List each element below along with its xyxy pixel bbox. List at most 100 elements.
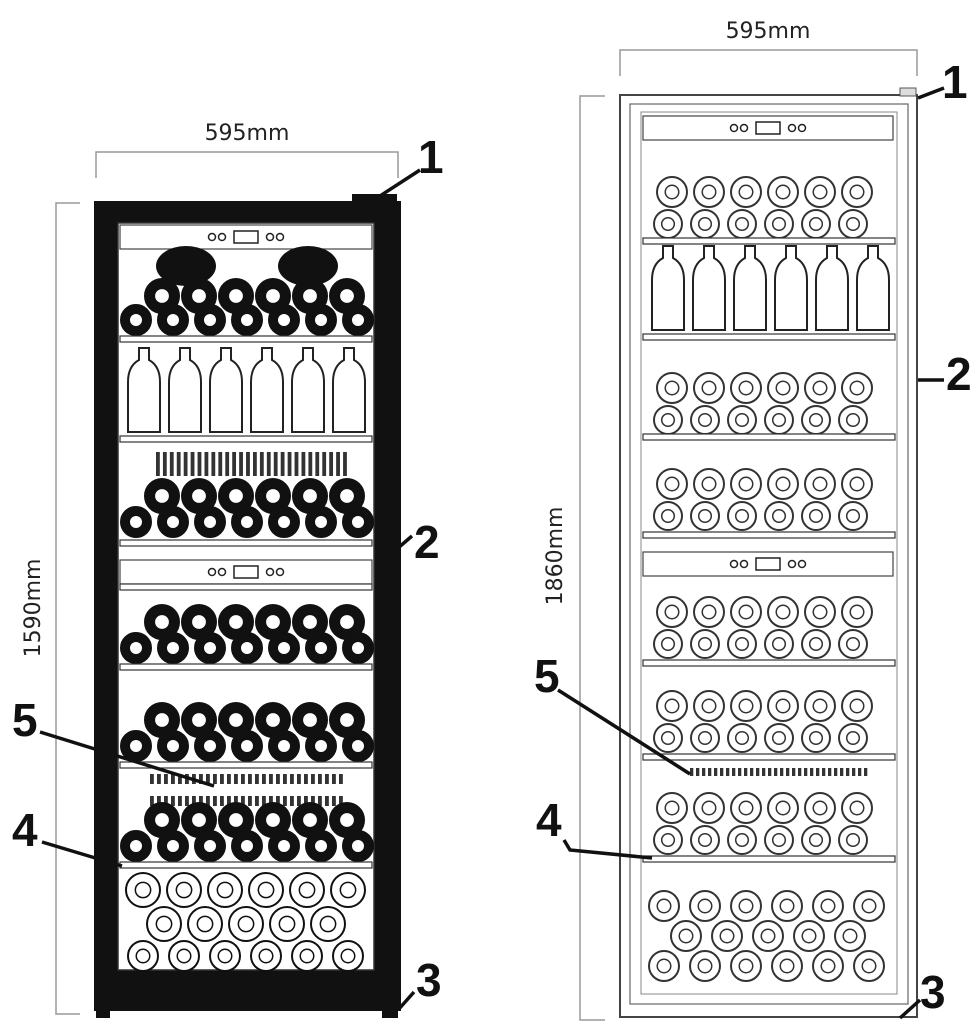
left-row5-bottom-cork-0	[128, 738, 144, 754]
left-grille-3-slat-21	[297, 796, 301, 806]
left-row4-top-cork-4	[301, 613, 319, 631]
left-row5-top-cork-0	[153, 711, 171, 729]
left-shelf-6	[119, 861, 373, 869]
right-bin-row1-cork-2	[738, 898, 754, 914]
left-row5-top-cork-2	[227, 711, 245, 729]
right-row5-top-cork-2	[738, 604, 754, 620]
right-grille-slat-29	[864, 768, 868, 776]
left-grille-1-slat-2	[169, 452, 174, 476]
left-grille-1-slat-14	[253, 452, 257, 476]
right-row6-bottom-cork-3	[771, 730, 787, 746]
right-callout-line-5	[557, 688, 691, 776]
left-row4-top-cork-5	[338, 613, 356, 631]
left-grille-2-slat-13	[241, 774, 245, 784]
left-row2-upright-2	[209, 347, 243, 433]
left-row1-top-cork-0	[153, 287, 171, 305]
right-row5-bottom-cork-1	[697, 636, 713, 652]
left-row4-bottom-cork-3	[239, 640, 255, 656]
left-row6-bottom-cork-5	[313, 838, 329, 854]
left-row1-top-cork-1	[190, 287, 208, 305]
right-grille-slat-24	[834, 768, 838, 776]
right-control-panel-mid-button-1	[739, 559, 749, 569]
right-row2-upright-3	[774, 245, 808, 331]
left-row6-top-cork-2	[227, 811, 245, 829]
right-row6-top-cork-2	[738, 698, 754, 714]
right-bin-row2-cork-3	[801, 928, 817, 944]
left-row6-bottom-cork-6	[350, 838, 366, 854]
right-row7-bottom-cork-2	[734, 832, 750, 848]
left-magnum-2	[278, 246, 338, 286]
right-row7-top-cork-1	[701, 800, 717, 816]
right-width-bracket	[619, 49, 918, 76]
right-row5-top-cork-1	[701, 604, 717, 620]
left-control-panel-mid-button-2	[265, 567, 275, 577]
left-row2-upright-5	[332, 347, 366, 433]
left-row1-bottom-cork-1	[165, 312, 181, 328]
left-bin-row3-cork-3	[258, 948, 274, 964]
left-bin-row1-cork-4	[298, 881, 316, 899]
right-row4-bottom-cork-3	[771, 508, 787, 524]
right-row4-bottom-cork-5	[845, 508, 861, 524]
left-row3-bottom-cork-4	[276, 514, 292, 530]
left-grille-1-slat-3	[176, 452, 181, 476]
right-grille-slat-1	[696, 768, 700, 776]
right-row4-top-cork-5	[849, 476, 865, 492]
right-row1-bottom-cork-4	[808, 216, 824, 232]
right-row4-top-cork-3	[775, 476, 791, 492]
right-row2-upright-4	[815, 245, 849, 331]
left-row6-bottom-cork-0	[128, 838, 144, 854]
left-height-bracket	[55, 202, 80, 1015]
left-grille-3-slat-3	[171, 796, 175, 806]
left-row1-bottom-cork-3	[239, 312, 255, 328]
left-grille-1-slat-22	[308, 452, 313, 476]
left-grille-1-slat-8	[211, 452, 216, 476]
left-grille-3-slat-27	[339, 796, 343, 806]
right-callout-1: 1	[942, 56, 968, 108]
left-row6-top-cork-1	[190, 811, 208, 829]
left-row6-bottom-cork-4	[276, 838, 292, 854]
left-grille-1-slat-27	[343, 452, 347, 476]
right-grille-slat-8	[738, 768, 742, 776]
left-row1-bottom-cork-4	[276, 312, 292, 328]
right-row6-bottom-cork-5	[845, 730, 861, 746]
left-grille-1-slat-0	[156, 452, 160, 476]
right-row1-bottom-cork-2	[734, 216, 750, 232]
right-row3-top-cork-0	[664, 380, 680, 396]
left-grille-2-slat-26	[332, 774, 336, 784]
right-bin-row3-cork-4	[820, 958, 836, 974]
right-grille-slat-9	[744, 768, 748, 776]
left-row4-bottom-cork-4	[276, 640, 292, 656]
left-row1-bottom-cork-0	[128, 312, 144, 328]
right-grille-slat-13	[768, 768, 772, 776]
right-row7-top-cork-0	[664, 800, 680, 816]
left-row5-top-cork-4	[301, 711, 319, 729]
left-grille-1-slat-9	[218, 452, 223, 476]
left-row3-top-cork-4	[301, 487, 319, 505]
left-divider	[119, 583, 373, 591]
left-grille-1-slat-21	[301, 452, 306, 476]
left-callout-1: 1	[418, 131, 444, 183]
left-grille-1-slat-15	[259, 452, 264, 476]
right-row6-top-cork-4	[812, 698, 828, 714]
left-foot-right	[382, 1000, 398, 1018]
left-bin-row3-cork-1	[176, 948, 192, 964]
left-row6-top-cork-4	[301, 811, 319, 829]
right-row1-top-cork-5	[849, 184, 865, 200]
left-row4-top-cork-0	[153, 613, 171, 631]
left-row5-bottom-cork-3	[239, 738, 255, 754]
left-row6-bottom-cork-2	[202, 838, 218, 854]
right-grille-slat-15	[780, 768, 784, 776]
right-grille-slat-26	[846, 768, 850, 776]
left-grille-2-slat-9	[213, 774, 217, 784]
left-bin-row3-cork-2	[217, 948, 233, 964]
right-bin-row2-cork-4	[842, 928, 858, 944]
right-row3-top-cork-2	[738, 380, 754, 396]
right-row4-top-cork-1	[701, 476, 717, 492]
right-grille-slat-20	[810, 768, 814, 776]
right-grille-slat-10	[750, 768, 754, 776]
right-bin-row2-cork-2	[760, 928, 776, 944]
right-control-panel-top-button-3	[797, 123, 807, 133]
left-row6-top-cork-0	[153, 811, 171, 829]
left-grille-1-slat-17	[273, 452, 278, 476]
left-shelves	[119, 224, 374, 972]
